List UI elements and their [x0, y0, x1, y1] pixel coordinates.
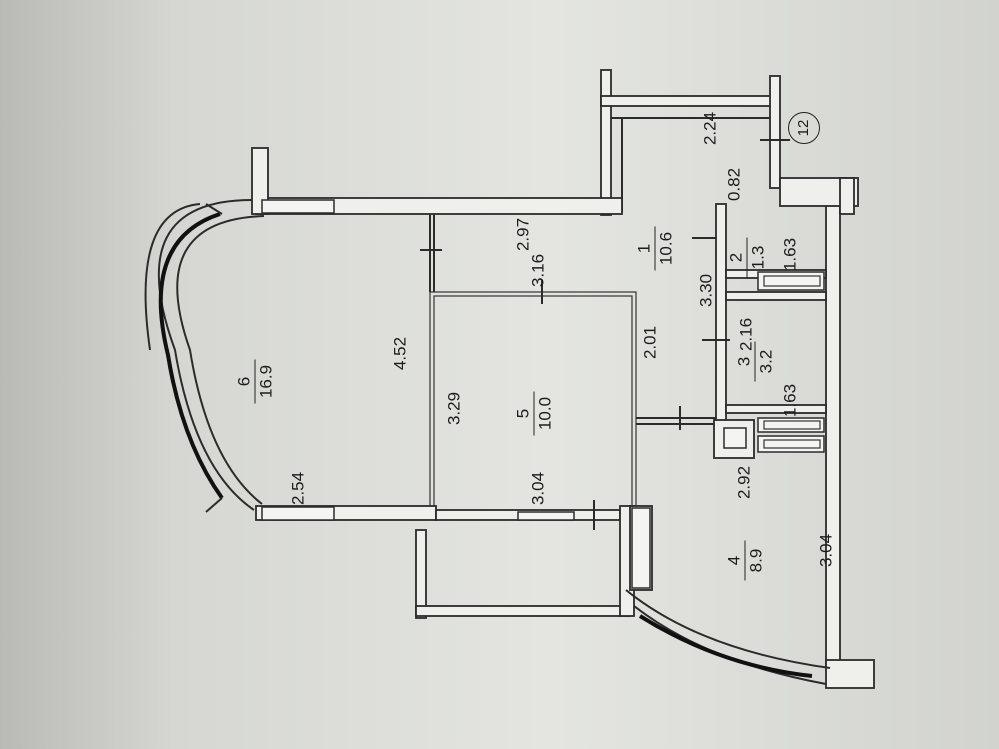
dim-2-92: 2.92 [734, 465, 754, 500]
dim-1-63-top: 1.63 [780, 237, 800, 272]
outer-walls [251, 69, 875, 689]
dim-3-29: 3.29 [444, 391, 464, 426]
windows [261, 199, 651, 589]
dim-3-16: 3.16 [528, 253, 548, 288]
dim-2-97: 2.97 [513, 217, 533, 252]
dim-2-54: 2.54 [288, 471, 308, 506]
door-markers [420, 139, 790, 530]
marker-12: 12 [788, 112, 820, 144]
dim-4-52: 4.52 [390, 336, 410, 371]
dim-2-16: 2.16 [736, 317, 756, 352]
dim-3-04-right: 3.04 [816, 533, 836, 568]
dim-3-04-mid: 3.04 [528, 471, 548, 506]
dim-3-30: 3.30 [696, 273, 716, 308]
plumbing-fixtures [757, 271, 825, 453]
bay-window-room-4 [625, 589, 831, 685]
dim-2-24: 2.24 [700, 111, 720, 146]
dim-2-01: 2.01 [640, 325, 660, 360]
dim-0-82: 0.82 [724, 167, 744, 202]
dim-1-63-bottom: 1.63 [780, 383, 800, 418]
bay-window-room-6 [144, 199, 265, 513]
